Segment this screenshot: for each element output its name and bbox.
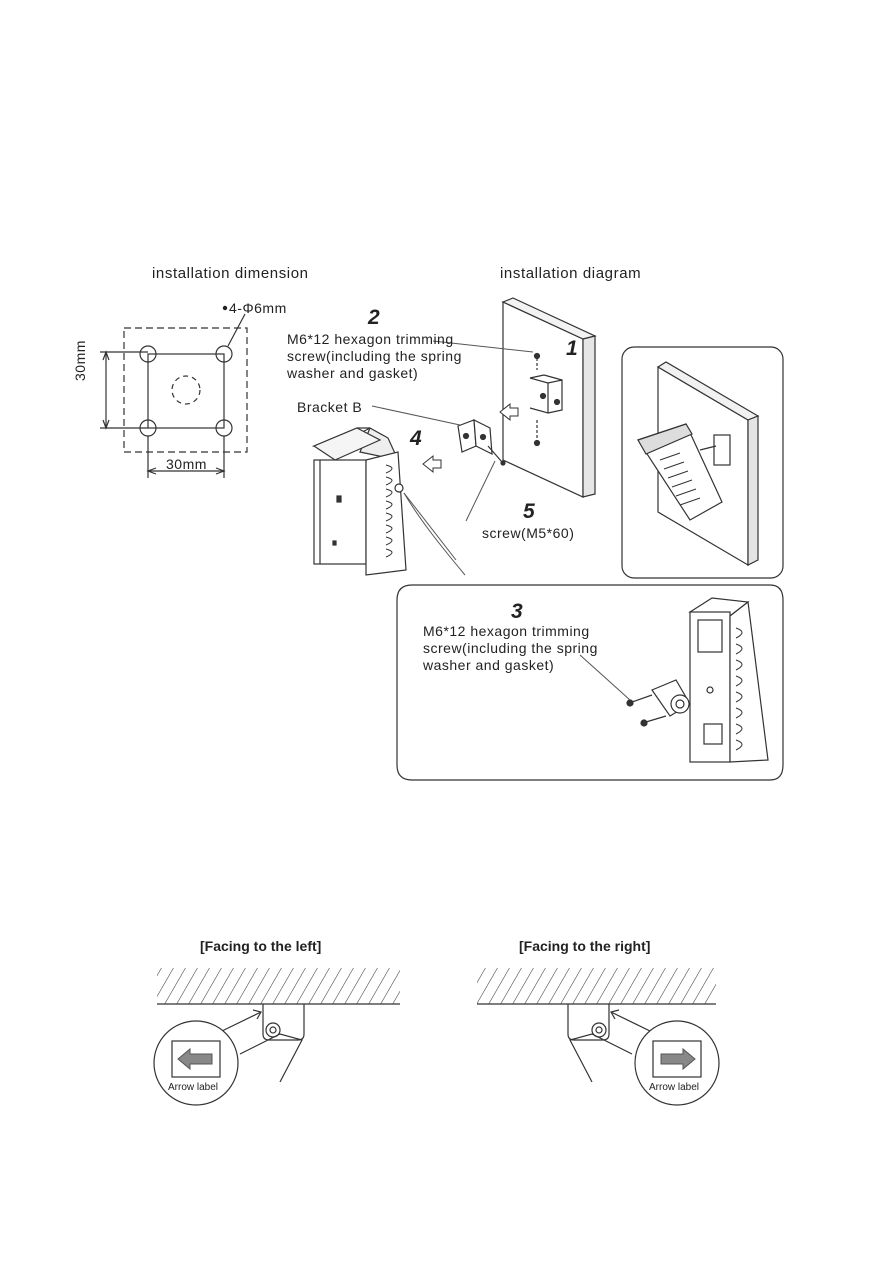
horizontal-dimension-label: 30mm <box>166 456 207 472</box>
bracket-b <box>457 418 506 466</box>
hole-label-dot <box>222 305 228 311</box>
arrow-label-right: Arrow label <box>649 1082 700 1093</box>
outer-dashed-outline <box>123 327 248 453</box>
assembly-arrows <box>422 402 519 474</box>
step-3-text-line-2: screw(including the spring <box>423 640 598 656</box>
leader-lines <box>371 340 534 576</box>
step-2-text-line-3: washer and gasket) <box>287 365 419 381</box>
mounted-speaker-illustration <box>637 361 760 567</box>
center-hole <box>171 375 201 405</box>
speaker-unit <box>311 427 407 576</box>
step-5-text: screw(M5*60) <box>482 525 575 541</box>
hole-size-label: 4-Φ6mm <box>229 300 287 316</box>
orientation-left <box>153 968 400 1106</box>
mount-hole <box>215 345 233 363</box>
facing-right-caption: [Facing to the right] <box>519 938 651 954</box>
facing-left-caption: [Facing to the left] <box>200 938 322 954</box>
step-3-number: 3 <box>511 600 523 623</box>
dimension-drawing <box>100 313 248 478</box>
inner-square <box>147 353 225 429</box>
step-2-number: 2 <box>368 306 380 329</box>
installation-dimension-title: installation dimension <box>152 265 309 282</box>
step-2-text-line-2: screw(including the spring <box>287 348 462 364</box>
step-3-text-line-3: washer and gasket) <box>423 657 555 673</box>
step-5-number: 5 <box>523 500 535 523</box>
step-1-number: 1 <box>566 337 578 360</box>
installation-diagram-title: installation diagram <box>500 265 642 282</box>
wall-panel <box>501 297 597 498</box>
inset-mounted-view <box>621 346 784 579</box>
arrow-label-left: Arrow label <box>168 1082 219 1093</box>
step-3-text-line-1: M6*12 hexagon trimming <box>423 623 590 639</box>
mount-hole <box>139 345 157 363</box>
inset-detail-view <box>396 584 784 781</box>
step-2-text-line-1: M6*12 hexagon trimming <box>287 331 454 347</box>
orientation-right <box>477 968 720 1106</box>
detail-speaker-illustration <box>579 597 769 763</box>
bracket-b-label: Bracket B <box>297 399 363 415</box>
step-4-number: 4 <box>410 427 422 450</box>
vertical-dimension-label: 30mm <box>72 340 88 381</box>
